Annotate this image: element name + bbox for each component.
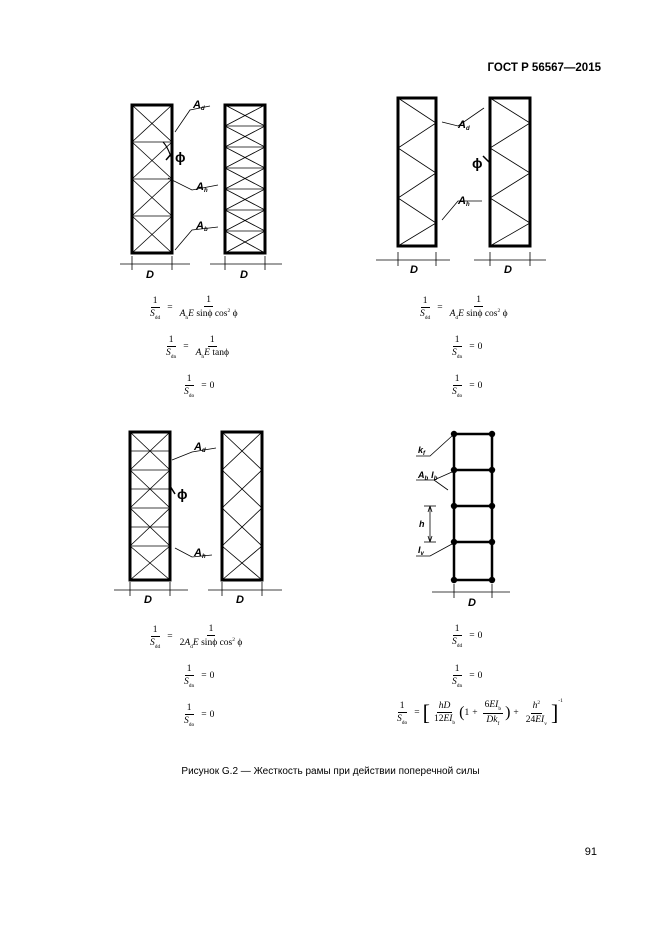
label-d-right: D (504, 264, 512, 276)
label-d-left: D (146, 269, 154, 281)
label-ad: Ad (192, 99, 205, 112)
document-header: ГОСТ Р 56567—2015 (487, 62, 601, 74)
label-phi: ϕ (472, 155, 483, 171)
label-ab: Ab (195, 220, 208, 233)
figure-frame-2: Ad Ah ϕ D D (376, 96, 546, 276)
label-d-left: D (410, 264, 418, 276)
label-ah: Ah (193, 547, 206, 560)
label-ad: Ad (457, 119, 470, 132)
figure-frame-3: Ad Ah ϕ D D (114, 430, 282, 606)
label-d: D (468, 597, 476, 609)
label-ah: Ah (195, 181, 208, 194)
label-d-right: D (236, 594, 244, 606)
figure-caption: Рисунок G.2 — Жесткость рамы при действи… (181, 766, 480, 777)
label-phi: ϕ (177, 486, 188, 502)
label-phi: ϕ (175, 149, 186, 165)
page-number: 91 (584, 846, 597, 858)
label-d-right: D (240, 269, 248, 281)
figure-frame-1: Ad Ah Ab ϕ D D (120, 99, 282, 281)
label-d-left: D (144, 594, 152, 606)
label-iv: Iv (418, 545, 425, 557)
label-h: h (419, 519, 425, 529)
label-kf: kf (418, 445, 426, 457)
label-ah: Ah (457, 195, 470, 208)
label-ad: Ad (193, 441, 206, 454)
